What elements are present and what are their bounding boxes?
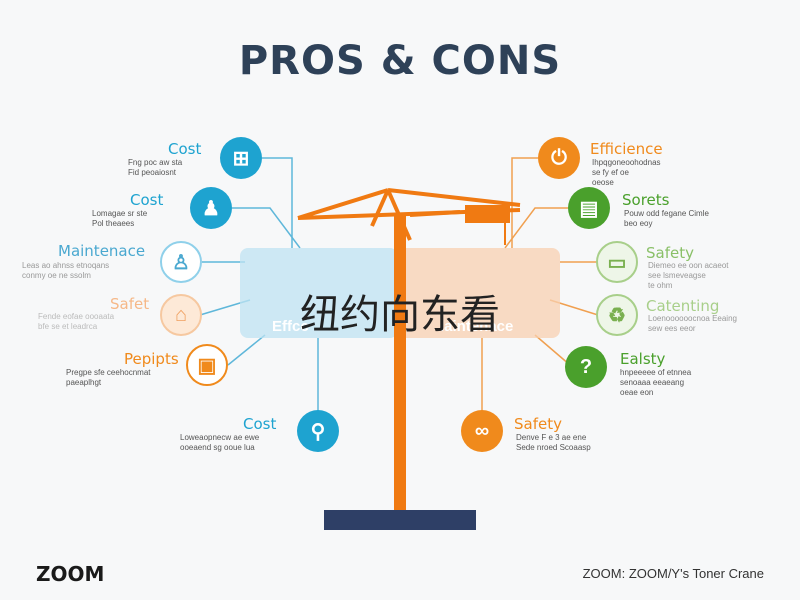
zoom-logo: ZOOM <box>36 562 105 586</box>
crane-structure <box>297 188 521 510</box>
node-desc: Leas ao ahnss etnoqans conmy oe ne ssolm <box>22 261 110 280</box>
node-label: Catenting <box>646 297 720 315</box>
user-icon: ♙ <box>160 241 202 283</box>
caption: ZOOM: ZOOM/Y's Toner Crane <box>582 566 764 581</box>
node-desc: Ihpqgoneoohodnas se fy ef oe oeose <box>592 158 661 187</box>
node-desc: Loweaopnecw ae ewe ooeaend sg ooue lua <box>180 433 260 452</box>
node-label: Safet <box>110 295 150 313</box>
clipboard-icon: ▤ <box>568 187 610 229</box>
node-desc: Pregpe sfe ceehocnmat paeaplhgt <box>66 368 151 387</box>
node-desc: Loenoooooocnoa Eeaing sew ees eeor <box>648 314 737 333</box>
house-icon: ⌂ <box>160 294 202 336</box>
overlay-text: 纽约向东看 <box>300 292 500 338</box>
node-label: Cost <box>130 191 164 209</box>
lightbulb-icon: ⚲ <box>297 410 339 452</box>
node-label: Sorets <box>622 191 670 209</box>
people-icon: ♟ <box>190 187 232 229</box>
handshake-icon: ∞ <box>461 410 503 452</box>
node-label: Ealsty <box>620 350 666 368</box>
pros-panel-label: Effcc <box>272 318 309 335</box>
node-label: Efficience <box>590 140 663 158</box>
node-desc: Diemeo ee oon acaeot see lsmeveagse te o… <box>648 261 729 290</box>
page-title: PROS & CONS <box>238 38 562 84</box>
question-icon: ? <box>565 346 607 388</box>
cons-panel-label: laintenace <box>440 318 514 335</box>
node-label: Maintenace <box>58 242 146 260</box>
node-label: Safety <box>646 244 694 262</box>
box-icon: ▣ <box>186 344 228 386</box>
node-desc: hnpeeeee of etnnea senoaaa eeaeang oeae … <box>620 368 692 397</box>
node-label: Safety <box>514 415 562 433</box>
cons-panel <box>398 248 560 338</box>
node-desc: Fende eofae oooaata bfe se et leadrca <box>38 312 115 331</box>
node-label: Cost <box>243 415 277 433</box>
node-desc: Denve F e 3 ae ene Sede nroed Scoaasp <box>516 433 591 452</box>
left-connectors <box>199 157 319 412</box>
power-icon: ⏻ <box>538 137 580 179</box>
node-label: Cost <box>168 140 202 158</box>
node-label: Pepipts <box>124 350 179 368</box>
pros-panel <box>240 248 398 338</box>
chart-icon: ▭ <box>596 241 638 283</box>
crane-base-plate <box>324 510 476 530</box>
crane-icon: ⊞ <box>220 137 262 179</box>
recycle-icon: ♻ <box>596 294 638 336</box>
node-desc: Fng poc aw sta Fid peoaiosnt <box>128 158 183 177</box>
node-desc: Lomagae sr ste Pol theaees <box>92 209 148 228</box>
node-desc: Pouw odd fegane Cimle beo eoy <box>624 209 709 228</box>
